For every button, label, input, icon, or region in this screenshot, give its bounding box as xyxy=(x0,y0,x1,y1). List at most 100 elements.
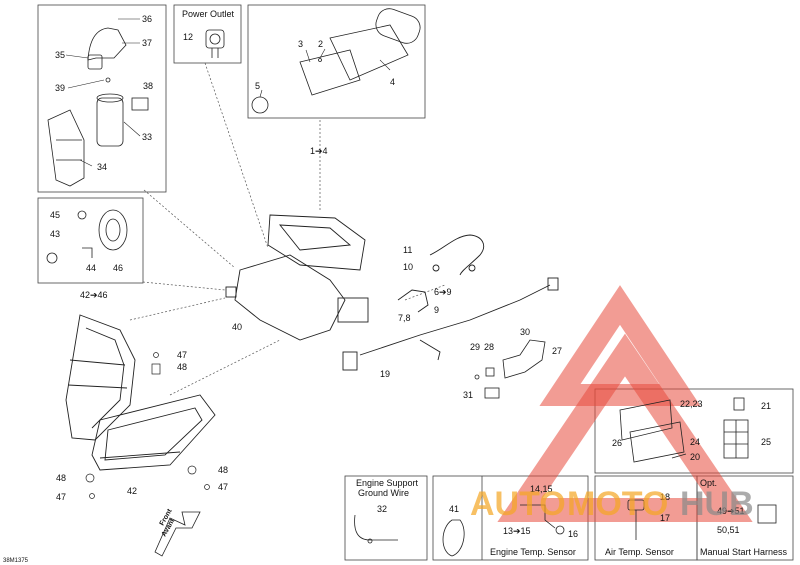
watermark-auto: AUTO xyxy=(470,485,566,523)
callout-27: 27 xyxy=(552,346,562,356)
callout-44: 44 xyxy=(86,263,96,273)
callout-22-23: 22,23 xyxy=(680,399,703,409)
callout-38: 38 xyxy=(143,81,153,91)
callout-47b: 47 xyxy=(56,492,66,502)
callout-48a: 48 xyxy=(177,362,187,372)
power-outlet-box xyxy=(173,4,242,64)
headlight-lens-42 xyxy=(91,394,216,471)
gauge-box xyxy=(247,4,426,119)
battery-33 xyxy=(96,97,124,147)
headlight-small-box xyxy=(37,197,144,284)
callout-7-8: 7,8 xyxy=(398,313,411,323)
callout-2: 2 xyxy=(318,39,323,49)
callout-48c: 48 xyxy=(218,465,228,475)
callout-9: 9 xyxy=(434,305,439,315)
manual-start-title: Manual Start Harness xyxy=(700,547,788,557)
drawing-code: 38M1375 xyxy=(3,558,29,564)
power-outlet-title: Power Outlet xyxy=(182,9,235,19)
callout-26: 26 xyxy=(612,438,622,448)
labels: 36 37 35 38 39 33 34 Power Outlet 12 3 2… xyxy=(3,9,788,564)
opt-module-parts xyxy=(619,397,749,463)
callout-34: 34 xyxy=(97,162,107,172)
callout-40: 40 xyxy=(232,322,242,332)
gauge-lens xyxy=(299,49,361,96)
callout-36: 36 xyxy=(142,14,152,24)
watermark-text: AUTO MOTO HUB xyxy=(470,485,754,523)
callout-47a: 47 xyxy=(177,350,187,360)
gauge-cluster xyxy=(329,24,409,81)
front-arrow xyxy=(154,511,201,557)
fuse-holder xyxy=(87,54,103,70)
watermark-triangle-outer xyxy=(539,285,701,406)
callout-11: 11 xyxy=(403,245,412,255)
power-outlet-part xyxy=(205,29,225,58)
callout-14-15: 14,15 xyxy=(530,484,553,494)
callout-16: 16 xyxy=(568,529,578,539)
callout-30: 30 xyxy=(520,327,530,337)
callout-41: 41 xyxy=(449,504,459,514)
inset-boxes xyxy=(37,4,794,561)
cluster-and-harness xyxy=(225,214,559,371)
engine-temp-sensor xyxy=(520,504,556,529)
callout-18: 18 xyxy=(660,492,670,502)
callout-45: 45 xyxy=(50,210,60,220)
air-temp-title: Air Temp. Sensor xyxy=(605,547,674,557)
clip-44 xyxy=(82,247,93,258)
callout-49-51: 49➔51 xyxy=(717,506,745,516)
callout-42: 42 xyxy=(127,486,137,496)
lower-box-parts xyxy=(354,499,777,557)
callout-5: 5 xyxy=(255,81,260,91)
battery-bracket xyxy=(87,27,127,61)
callout-43: 43 xyxy=(50,229,60,239)
callout-20: 20 xyxy=(690,452,700,462)
callout-37: 37 xyxy=(142,38,152,48)
manual-start-part xyxy=(757,504,777,524)
reflector-46 xyxy=(98,209,128,251)
opt-label: Opt. xyxy=(700,478,717,488)
callout-13-15: 13➔15 xyxy=(503,526,531,536)
callout-1-4: 1➔4 xyxy=(310,146,328,156)
callout-39: 39 xyxy=(55,83,65,93)
engine-temp-title: Engine Temp. Sensor xyxy=(490,547,576,557)
engine-support-box xyxy=(344,475,428,561)
gauge-button xyxy=(251,96,269,114)
callout-6-9: 6➔9 xyxy=(434,287,452,297)
callout-25: 25 xyxy=(761,437,771,447)
callout-4: 4 xyxy=(390,77,395,87)
battery-parts xyxy=(47,27,149,187)
callout-24: 24 xyxy=(690,437,700,447)
callout-17: 17 xyxy=(660,513,670,523)
engine-support-title-2: Ground Wire xyxy=(358,488,409,498)
callout-32: 32 xyxy=(377,504,387,514)
brackets xyxy=(474,339,546,399)
ground-wire-41 xyxy=(442,519,465,557)
callout-12: 12 xyxy=(183,32,193,42)
battery-tray-34 xyxy=(47,109,85,187)
callout-42-46: 42➔46 xyxy=(80,290,108,300)
bulb-43 xyxy=(46,252,58,264)
battery-box xyxy=(37,4,167,193)
callout-35: 35 xyxy=(55,50,65,60)
callout-10: 10 xyxy=(403,262,413,272)
nut-39 xyxy=(105,77,111,83)
headlight-housing xyxy=(65,314,136,441)
callout-19: 19 xyxy=(380,369,390,379)
battery-label-38 xyxy=(131,97,149,111)
headlight-parts xyxy=(46,209,128,264)
gauge-parts xyxy=(251,8,421,114)
callout-3: 3 xyxy=(298,39,303,49)
callout-46: 46 xyxy=(113,263,123,273)
watermark-triangle-inner xyxy=(497,333,753,522)
bulb-cap-45 xyxy=(77,210,87,220)
callout-29: 29 xyxy=(470,342,480,352)
leader-lines xyxy=(129,62,446,396)
callout-21: 21 xyxy=(761,401,771,411)
callout-47c: 47 xyxy=(218,482,228,492)
gauge-bezel xyxy=(375,8,421,44)
watermark-hub: HUB xyxy=(680,485,754,523)
main-cluster xyxy=(267,214,366,271)
battery-leaders xyxy=(65,18,141,167)
callout-50-51: 50,51 xyxy=(717,525,740,535)
